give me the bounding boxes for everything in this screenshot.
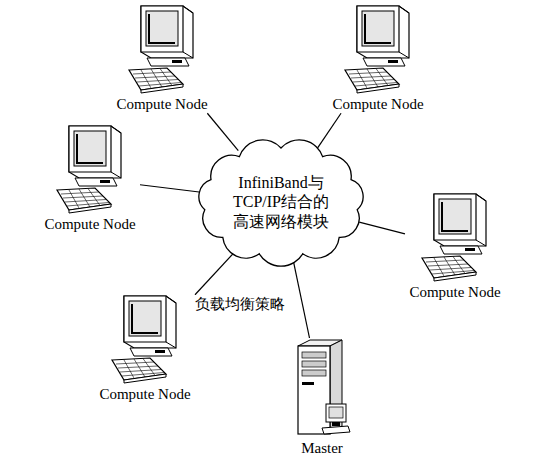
network-link bbox=[359, 222, 405, 234]
computer-icon bbox=[343, 4, 413, 94]
node-label: InfiniBand与 TCP/IP结合的 高速网络模块 bbox=[221, 173, 341, 231]
computer-icon bbox=[55, 124, 125, 214]
network-cloud: InfiniBand与 TCP/IP结合的 高速网络模块 bbox=[192, 136, 370, 268]
compute-node: Compute Node bbox=[405, 192, 505, 301]
network-link bbox=[207, 113, 238, 150]
network-link bbox=[317, 113, 341, 148]
node-label: Master bbox=[288, 440, 356, 457]
network-link bbox=[140, 185, 199, 192]
compute-node: Compute Node bbox=[40, 124, 140, 233]
compute-node: Compute Node bbox=[95, 294, 195, 403]
network-link bbox=[293, 261, 309, 338]
computer-icon bbox=[420, 192, 490, 282]
network-link bbox=[195, 252, 235, 295]
compute-node: Compute Node bbox=[112, 4, 212, 113]
computer-icon bbox=[127, 4, 197, 94]
node-label: Compute Node bbox=[112, 96, 212, 113]
node-label: Compute Node bbox=[95, 386, 195, 403]
master-server: Master bbox=[288, 338, 356, 457]
computer-icon bbox=[110, 294, 180, 384]
node-label: Compute Node bbox=[40, 216, 140, 233]
server-icon bbox=[292, 338, 352, 438]
compute-node: Compute Node bbox=[328, 4, 428, 113]
node-label: Compute Node bbox=[405, 284, 505, 301]
node-label: Compute Node bbox=[328, 96, 428, 113]
edge-label: 负载均衡策略 bbox=[193, 295, 287, 313]
